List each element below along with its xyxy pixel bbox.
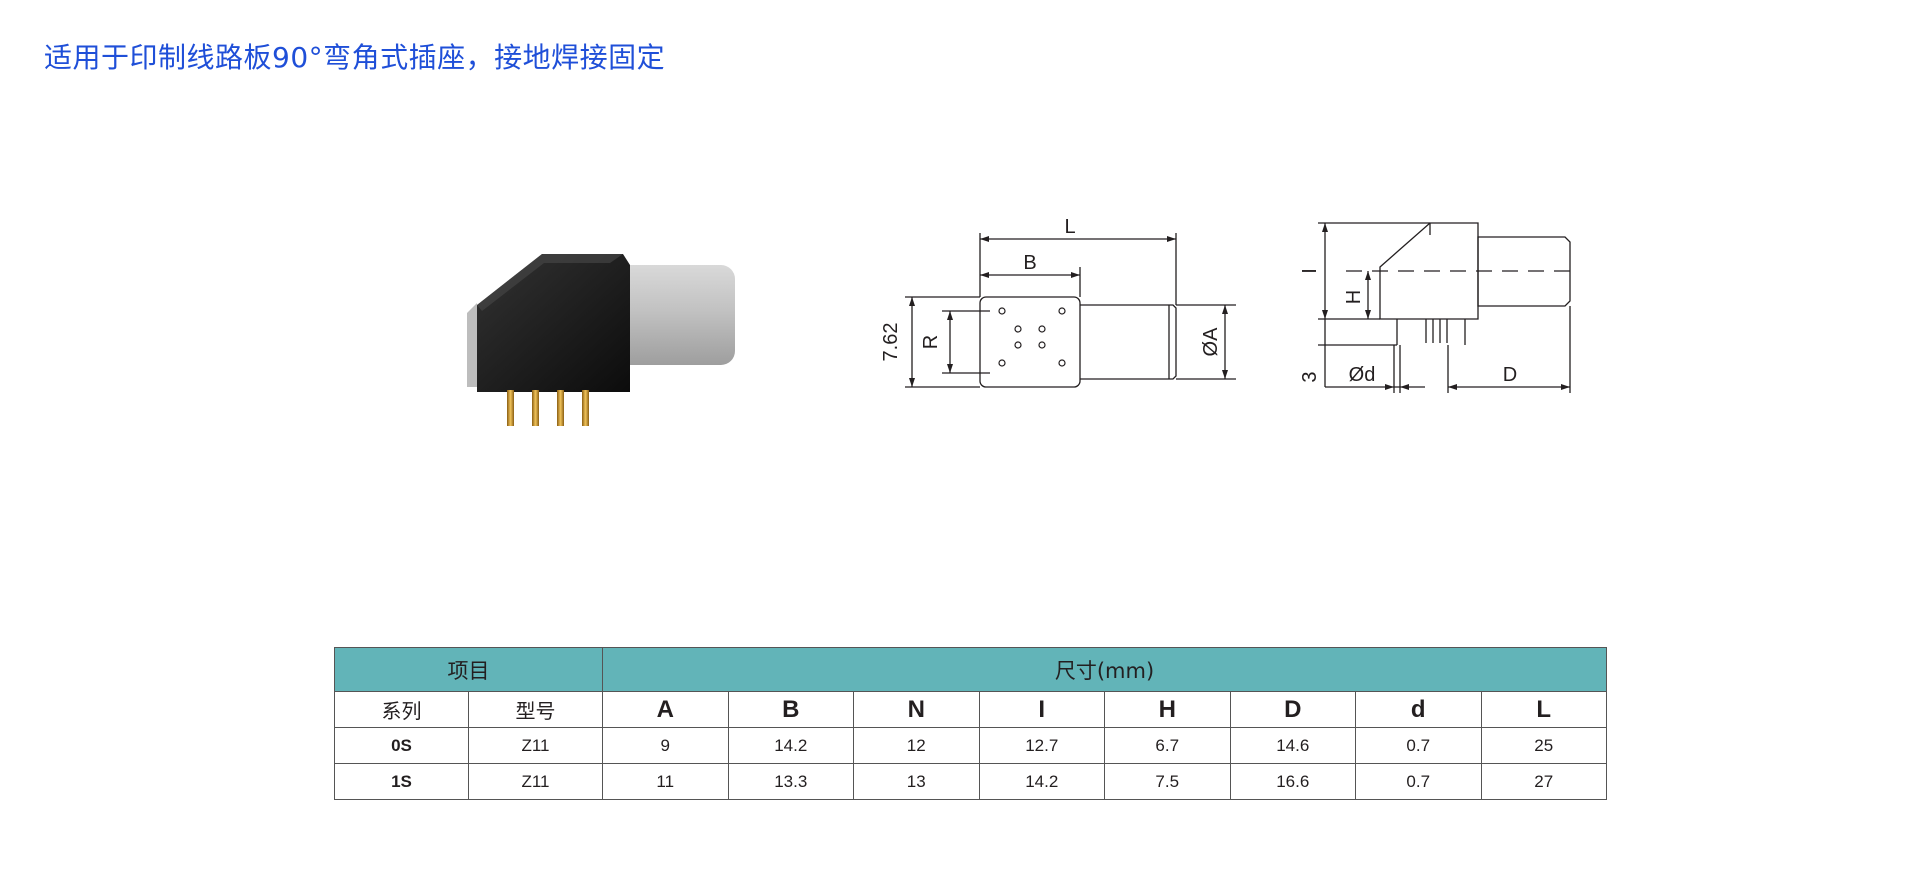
column-header-i: I bbox=[978, 691, 1105, 728]
value-cell: 7.5 bbox=[1104, 763, 1231, 800]
value-cell: 0.7 bbox=[1355, 763, 1482, 800]
black-body bbox=[477, 254, 630, 392]
column-header-a: A bbox=[602, 691, 729, 728]
sleeve-part bbox=[610, 265, 735, 365]
value-cell: 9 bbox=[602, 727, 729, 764]
column-header-d-large: D bbox=[1229, 691, 1356, 728]
dim-label-h: H bbox=[1343, 290, 1365, 304]
value-cell: 14.6 bbox=[1229, 727, 1356, 764]
column-header-h: H bbox=[1104, 691, 1231, 728]
column-header-series: 系列 bbox=[334, 691, 469, 728]
dimension-table: 项目 尺寸(mm) 系列 型号 A B N I H D d L 0S Z11 9… bbox=[334, 647, 1607, 800]
dim-label-d-small: Ød bbox=[1349, 364, 1376, 386]
value-cell: 27 bbox=[1480, 763, 1607, 800]
model-cell: Z11 bbox=[468, 727, 603, 764]
column-header-n: N bbox=[853, 691, 980, 728]
value-cell: 6.7 bbox=[1104, 727, 1231, 764]
column-header-b: B bbox=[727, 691, 854, 728]
side-sleeve-outline bbox=[1477, 236, 1571, 307]
column-header-d-small: d bbox=[1355, 691, 1482, 728]
dim-label-3: 3 bbox=[1299, 371, 1321, 382]
series-cell: 0S bbox=[334, 727, 469, 764]
value-cell: 0.7 bbox=[1355, 727, 1482, 764]
value-cell: 13 bbox=[853, 763, 980, 800]
dim-label-pitch: 7.62 bbox=[880, 323, 902, 362]
model-cell: Z11 bbox=[468, 763, 603, 800]
group-header-size: 尺寸(mm) bbox=[602, 647, 1607, 692]
dim-label-l: L bbox=[1064, 216, 1075, 238]
value-cell: 12.7 bbox=[978, 727, 1105, 764]
value-cell: 25 bbox=[1480, 727, 1607, 764]
series-cell: 1S bbox=[334, 763, 469, 800]
dim-label-i: I bbox=[1299, 268, 1321, 274]
dim-label-d-large: D bbox=[1503, 364, 1517, 386]
column-header-l: L bbox=[1480, 691, 1607, 728]
column-header-model: 型号 bbox=[468, 691, 603, 728]
dim-label-a: ØA bbox=[1200, 327, 1222, 357]
group-header-item: 项目 bbox=[334, 647, 603, 692]
gold-pins bbox=[507, 390, 589, 426]
dim-label-b: B bbox=[1023, 252, 1036, 274]
connector-product-photo bbox=[467, 254, 735, 426]
value-cell: 11 bbox=[602, 763, 729, 800]
value-cell: 16.6 bbox=[1229, 763, 1356, 800]
grey-side-face bbox=[467, 303, 477, 387]
front-sleeve-outline bbox=[1080, 304, 1177, 380]
value-cell: 14.2 bbox=[978, 763, 1105, 800]
table-group-header-row: 项目 尺寸(mm) bbox=[334, 647, 1607, 692]
value-cell: 12 bbox=[853, 727, 980, 764]
table-row: 1S Z11 11 13.3 13 14.2 7.5 16.6 0.7 27 bbox=[334, 763, 1607, 800]
value-cell: 13.3 bbox=[727, 763, 854, 800]
value-cell: 14.2 bbox=[727, 727, 854, 764]
front-view-drawing: L B 7.62 R ØA bbox=[880, 216, 1236, 388]
page-title: 适用于印制线路板90°弯角式插座，接地焊接固定 bbox=[44, 41, 666, 74]
table-row: 0S Z11 9 14.2 12 12.7 6.7 14.6 0.7 25 bbox=[334, 727, 1607, 764]
table-column-header-row: 系列 型号 A B N I H D d L bbox=[334, 691, 1607, 728]
contact-holes bbox=[998, 307, 1066, 367]
side-view-drawing: I H 3 Ød D bbox=[1299, 222, 1580, 393]
dim-label-r: R bbox=[920, 335, 942, 349]
front-body-outline bbox=[979, 296, 1081, 388]
